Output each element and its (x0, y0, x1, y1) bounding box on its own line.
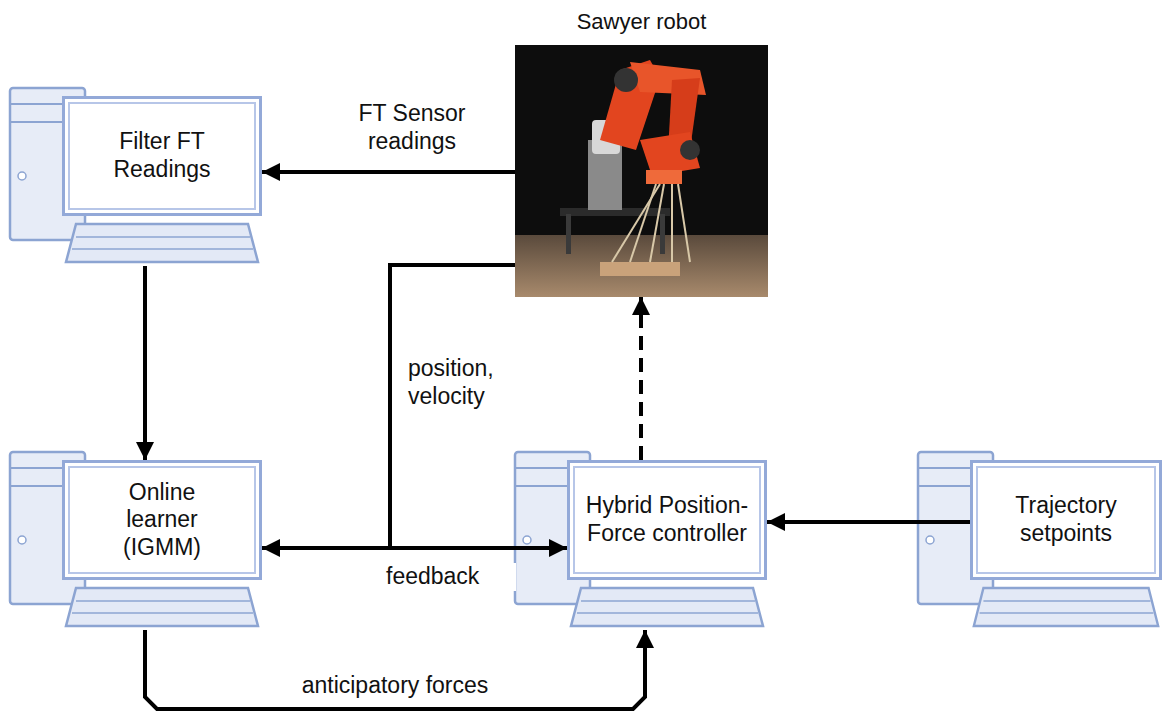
signal-label: position, velocity (408, 355, 518, 410)
tower-detail (10, 104, 970, 486)
signal-label: feedback (386, 563, 516, 591)
monitor-screen: Online learner (IGMM) (62, 460, 262, 580)
keyboard (970, 586, 1162, 630)
keyboard (62, 222, 262, 266)
edge-label: anticipatory forces (265, 672, 525, 700)
node-heading: Sawyer robot (515, 9, 768, 35)
signal-arrow (143, 266, 147, 460)
node-text: Hybrid Position-Force controller (578, 492, 756, 547)
monitor-screen: Trajectory setpoints (970, 460, 1162, 580)
edge-label: FT Sensor readings (337, 100, 487, 155)
node-text: Filter FT Readings (97, 128, 227, 183)
robot-photo-frame: Sawyer robot (515, 45, 768, 297)
computer-node: Filter FT Readings (62, 96, 262, 266)
node-text: Online learner (IGMM) (107, 479, 217, 562)
signal-arrow (145, 630, 645, 709)
signal-arrow (767, 520, 970, 524)
computer-tower (10, 88, 993, 604)
computer-node: Online learner (IGMM) (62, 460, 262, 630)
computer-node: Trajectory setpoints (970, 460, 1162, 630)
keyboard (62, 586, 262, 630)
monitor-screen: Filter FT Readings (62, 96, 262, 216)
signal-arrow (390, 265, 567, 548)
keyboard (567, 586, 767, 630)
robot-photo (515, 45, 768, 297)
command-arrow (639, 297, 643, 460)
signal-arrow (262, 170, 515, 174)
node-text: Trajectory setpoints (996, 492, 1136, 547)
computer-node: Hybrid Position-Force controller (567, 460, 767, 630)
monitor-screen: Hybrid Position-Force controller (567, 460, 767, 580)
